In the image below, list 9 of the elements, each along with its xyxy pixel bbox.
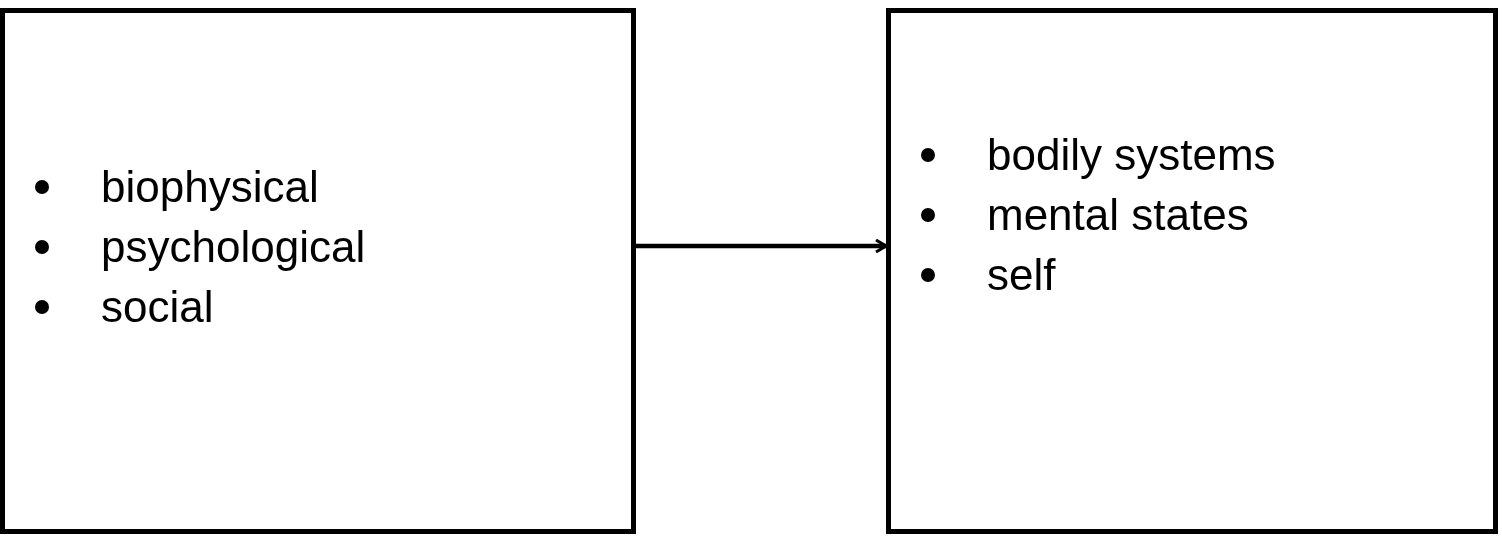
list-item: psychological — [101, 222, 366, 272]
list-item: self — [987, 250, 1056, 300]
list-box — [886, 8, 1498, 534]
list-item: bodily systems — [987, 130, 1276, 180]
list-item: biophysical — [101, 162, 319, 212]
list-item: social — [101, 282, 214, 332]
list-box — [0, 8, 636, 534]
list-item: mental states — [987, 190, 1249, 240]
arrow — [636, 238, 888, 254]
